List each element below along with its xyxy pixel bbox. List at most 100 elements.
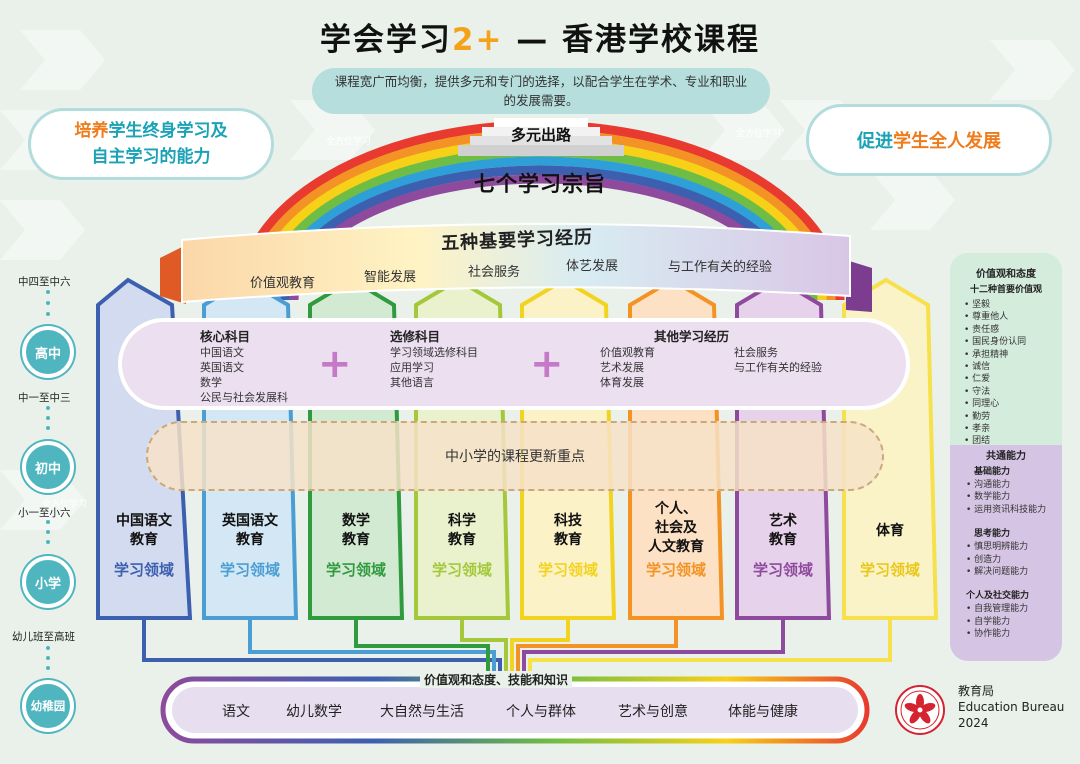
experience-item: 与工作有关的经验 xyxy=(668,260,773,275)
curriculum-description: 课程宽广而均衡，提供多元和专门的选择，以配合学生在学术、专业和职业的发展需要。 xyxy=(312,68,770,114)
skill-item: • 慎思明辨能力 xyxy=(966,542,1029,553)
skill-item: • 自学能力 xyxy=(966,616,1011,627)
edb-year: 2024 xyxy=(958,716,989,730)
value-item: • 责任感 xyxy=(964,324,1000,335)
other-learning-experiences-title: 其他学习经历 xyxy=(654,329,730,344)
elective-subject: 应用学习 xyxy=(390,361,434,374)
core-subject: 公民与社会发展科 xyxy=(200,391,288,404)
value-item: • 孝亲 xyxy=(964,424,991,435)
edb-english-name: Education Bureau xyxy=(958,700,1065,714)
life-wide-label: 全方位学习 xyxy=(326,137,372,147)
kla-chinese-name: 中国语文 教育 xyxy=(116,513,172,548)
core-subject: 英国语文 xyxy=(200,361,244,374)
priority-values-subtitle: 十二种首要价值观 xyxy=(969,285,1042,295)
kg-area: 个人与群体 xyxy=(506,704,576,720)
goal-lifelong-learning: 培养学生终身学习及自主学习的能力 xyxy=(28,108,274,180)
value-item: • 坚毅 xyxy=(964,300,991,310)
stage-senior-secondary: 高中 xyxy=(22,326,74,378)
skill-item: • 解决问题能力 xyxy=(966,567,1029,578)
ole-item: 艺术发展 xyxy=(600,361,644,374)
core-subjects-title: 核心科目 xyxy=(200,329,251,344)
value-item: • 团结 xyxy=(964,436,991,447)
kg-area: 体能与健康 xyxy=(728,704,798,720)
kg-area: 艺术与创意 xyxy=(618,704,688,720)
ole-item: 与工作有关的经验 xyxy=(734,361,822,374)
value-item: • 尊重他人 xyxy=(964,312,1009,323)
value-item: • 国民身份认同 xyxy=(964,337,1027,348)
edb-emblem-icon xyxy=(895,685,945,735)
kla-pe-name: 体育 xyxy=(876,523,904,539)
generic-skills-list: 基础能力 • 沟通能力 • 数学能力 • 运用资讯科技能力 思考能力 • 慎思明… xyxy=(966,466,1046,641)
kla-english-name: 英国语文 教育 xyxy=(222,513,278,548)
value-item: • 仁爱 xyxy=(964,374,991,385)
kla-label: 学习领域 xyxy=(752,561,813,579)
kg-area: 幼儿数学 xyxy=(286,704,342,720)
value-item: • 承担精神 xyxy=(964,349,1009,360)
kla-label: 学习领域 xyxy=(219,561,280,579)
stage-primary: 小学 xyxy=(22,556,74,608)
ole-item: 社会服务 xyxy=(734,346,778,359)
experience-item: 智能发展 xyxy=(364,270,417,285)
pathway-steps xyxy=(458,118,624,156)
stage-range-junior: 中一至中三 xyxy=(18,392,71,404)
stage-junior-secondary: 初中 xyxy=(22,441,74,493)
kla-label: 学习领域 xyxy=(859,561,920,579)
experience-item: 社会服务 xyxy=(468,265,521,280)
plus-icon: + xyxy=(530,341,564,387)
plus-icon: + xyxy=(318,341,352,387)
value-item: • 勤劳 xyxy=(964,411,991,422)
experience-item: 价值观教育 xyxy=(250,276,316,291)
values-and-skills-panel xyxy=(950,253,1062,661)
elective-subject: 其他语言 xyxy=(390,376,434,389)
skill-item: • 运用资讯科技能力 xyxy=(966,504,1047,515)
elective-subjects-title: 选修科目 xyxy=(390,329,441,344)
multiple-pathways-label: 多元出路 xyxy=(510,126,571,144)
life-wide-label: 全方位学习 xyxy=(736,129,782,139)
kla-maths-name: 数学 教育 xyxy=(342,513,370,548)
core-subject: 中国语文 xyxy=(200,346,244,359)
ole-item: 体育发展 xyxy=(600,376,644,389)
kla-label: 学习领域 xyxy=(431,561,492,579)
kla-label: 学习领域 xyxy=(113,561,174,579)
skill-item: • 协作能力 xyxy=(966,629,1011,640)
stage-kindergarten: 幼稚园 xyxy=(22,680,74,732)
experience-item: 体艺发展 xyxy=(566,259,619,274)
skill-item: • 数学能力 xyxy=(966,492,1011,503)
elective-subject: 学习领域选修科目 xyxy=(390,346,478,359)
skill-group-title: 基础能力 xyxy=(974,467,1011,477)
curriculum-renewal-focus: 中小学的课程更新重点 xyxy=(146,421,884,491)
stage-connector-dots xyxy=(46,290,50,670)
kla-label: 学习领域 xyxy=(645,561,706,579)
generic-skills-title: 共通能力 xyxy=(986,451,1026,462)
kla-label: 学习领域 xyxy=(325,561,386,579)
values-title: 价值观和态度 xyxy=(976,269,1036,280)
stage-range-kindergarten: 幼儿班至高班 xyxy=(12,631,75,643)
life-wide-label: 全方位学习 xyxy=(42,500,88,510)
edb-label: 教育局 Education Bureau 2024 xyxy=(958,683,1064,731)
kla-technology-name: 科技 教育 xyxy=(554,513,582,548)
stage-range-primary: 小一至小六 xyxy=(18,507,71,519)
values-skills-knowledge-label: 价值观和态度、技能和知识 xyxy=(420,671,573,688)
kla-label: 学习领域 xyxy=(537,561,598,579)
kla-science-name: 科学 教育 xyxy=(448,513,476,548)
page-title: 学会学习2+ — 香港学校课程 xyxy=(319,22,761,58)
value-item: • 同理心 xyxy=(964,399,1000,410)
kg-area: 语文 xyxy=(222,704,250,720)
kla-pshe-name: 个人、 社会及 人文教育 xyxy=(648,501,704,555)
values-list: • 坚毅 • 尊重他人 • 责任感 • 国民身份认同 • 承担精神 • 诚信 •… xyxy=(964,299,1026,448)
goal-whole-person: 促进学生全人发展 xyxy=(806,104,1052,176)
seven-learning-goals: 七个学习宗旨 xyxy=(474,172,606,196)
skill-item: • 创造力 xyxy=(966,554,1002,565)
skill-group-title: 思考能力 xyxy=(974,529,1011,540)
kla-arts-name: 艺术 教育 xyxy=(769,513,797,548)
core-subject: 数学 xyxy=(200,376,222,389)
ole-item: 价值观教育 xyxy=(600,346,655,359)
edb-chinese-name: 教育局 xyxy=(958,684,995,698)
stage-range-senior: 中四至中六 xyxy=(18,276,71,288)
skill-item: • 沟通能力 xyxy=(966,480,1011,490)
value-item: • 守法 xyxy=(964,386,991,397)
kindergarten-bar-outline xyxy=(160,676,870,744)
kg-area: 大自然与生活 xyxy=(380,704,464,720)
skill-group-title: 个人及社交能力 xyxy=(966,591,1030,602)
